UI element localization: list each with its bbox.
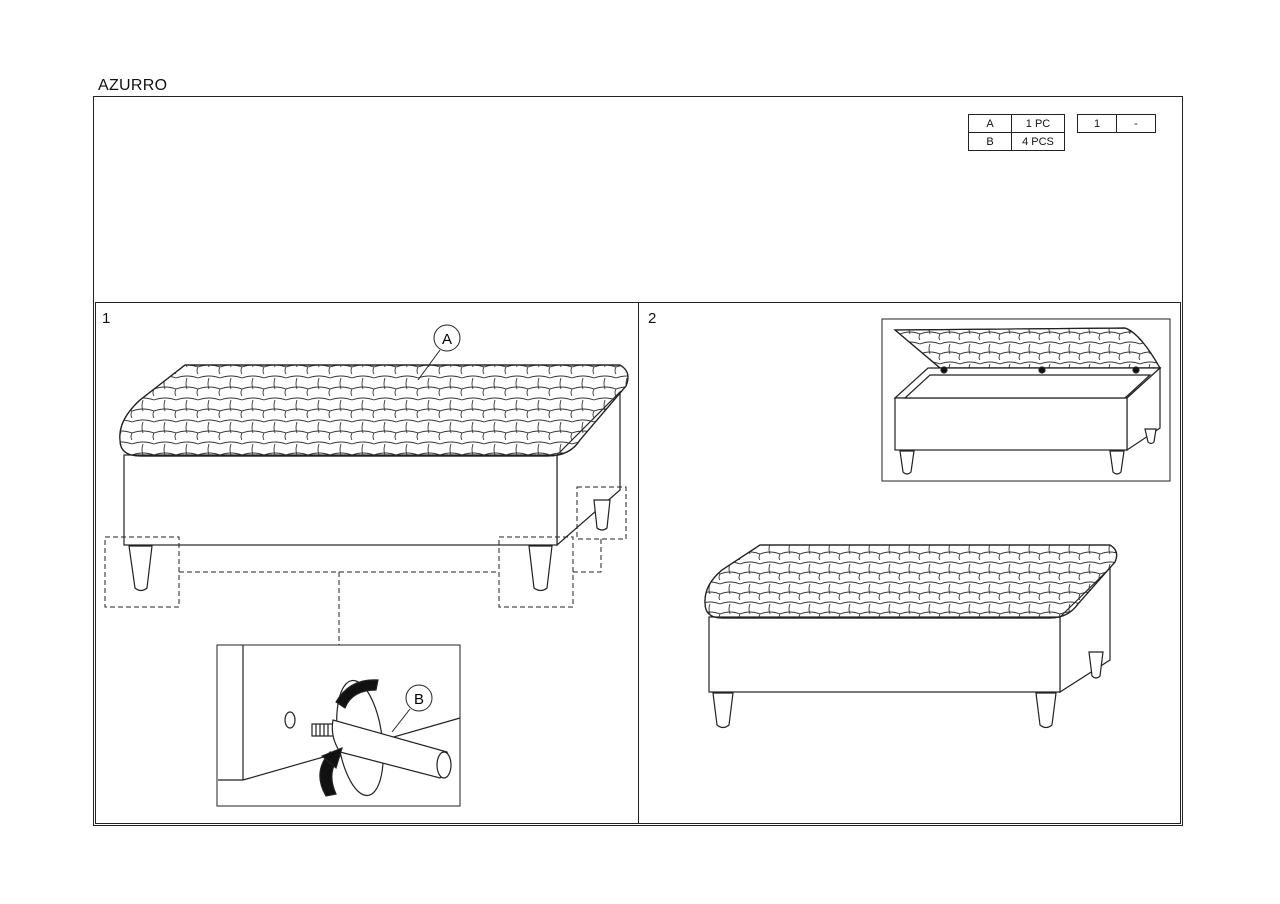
page-indicator-table: 1 - [1077, 114, 1156, 133]
callout-a-label: A [442, 331, 452, 348]
part-letter: B [968, 132, 1012, 151]
part-quantity: 4 PCS [1011, 132, 1065, 151]
open-bench-drawing [893, 327, 1162, 475]
parts-row: B 4 PCS [968, 132, 1065, 151]
leg-detail-drawing [218, 645, 461, 797]
step-2-panel [638, 302, 1181, 824]
bench-step-2 [704, 544, 1118, 729]
instruction-frame [93, 96, 1183, 826]
parts-list-table: A 1 PC B 4 PCS [968, 114, 1065, 151]
page-total: - [1116, 114, 1156, 133]
callout-a-circle [417, 324, 461, 381]
step-1-number: 1 [102, 310, 111, 327]
part-quantity: 1 PC [1011, 114, 1065, 133]
callout-b-circle [391, 684, 433, 733]
step-2-number: 2 [648, 310, 657, 327]
parts-row: A 1 PC [968, 114, 1065, 133]
callout-b-label: B [414, 691, 424, 708]
leg-highlight-boxes [104, 486, 627, 645]
document-title: AZURRO [98, 77, 168, 94]
bench-step-1 [119, 364, 629, 592]
